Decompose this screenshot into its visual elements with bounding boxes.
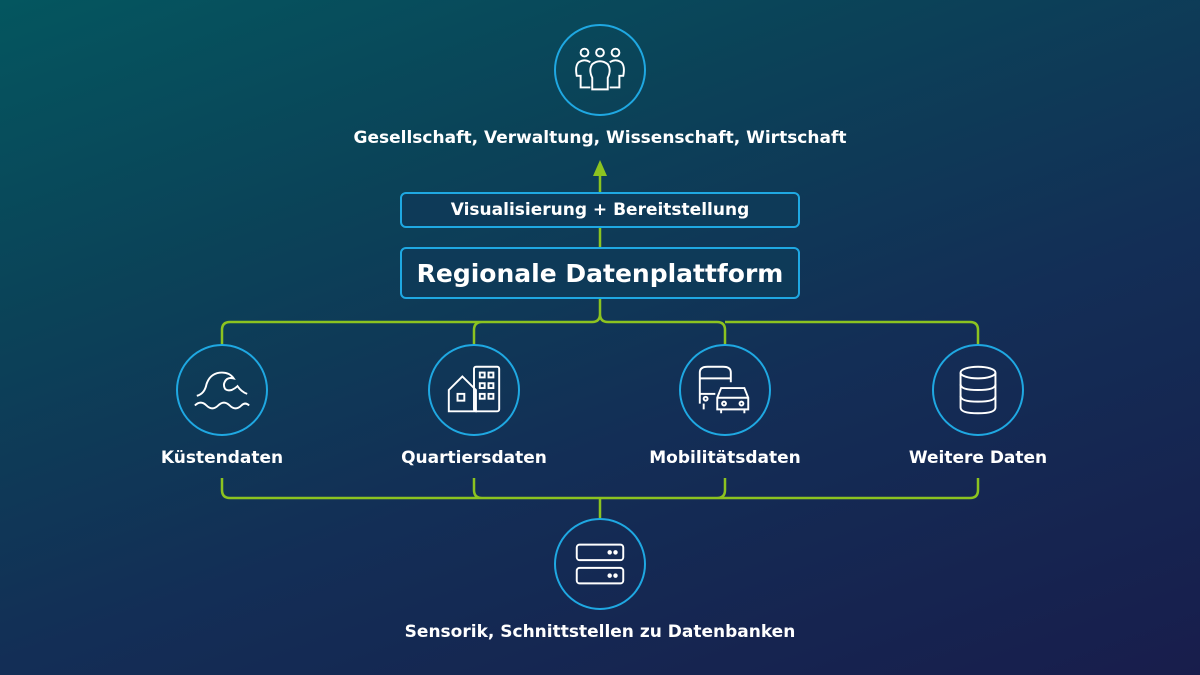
source-circle-coast	[176, 344, 268, 436]
source-label-coast: Küstendaten	[160, 448, 284, 468]
database-icon	[959, 365, 997, 415]
visualization-box: Visualisierung + Bereitstellung	[400, 192, 800, 228]
people-group-icon	[575, 47, 625, 91]
stakeholders-label: Gesellschaft, Verwaltung, Wissenschaft, …	[353, 128, 847, 148]
platform-box: Regionale Datenplattform	[400, 247, 800, 299]
source-label-mobility: Mobilitätsdaten	[649, 448, 801, 468]
bottom-tree	[220, 478, 980, 518]
arrow-head	[593, 160, 607, 176]
source-label-quarter: Quartiersdaten	[401, 448, 547, 468]
sensor-label: Sensorik, Schnittstellen zu Datenbanken	[404, 622, 796, 642]
source-circle-quarter	[428, 344, 520, 436]
house-building-icon	[447, 365, 501, 413]
source-circle-mobility	[679, 344, 771, 436]
source-label-other: Weitere Daten	[908, 448, 1048, 468]
bus-car-icon	[698, 365, 750, 414]
server-icon	[575, 543, 625, 585]
wave-icon	[194, 371, 250, 410]
source-circle-other	[932, 344, 1024, 436]
top-tree	[220, 298, 980, 344]
sensor-circle	[554, 518, 646, 610]
stakeholders-circle	[554, 24, 646, 116]
